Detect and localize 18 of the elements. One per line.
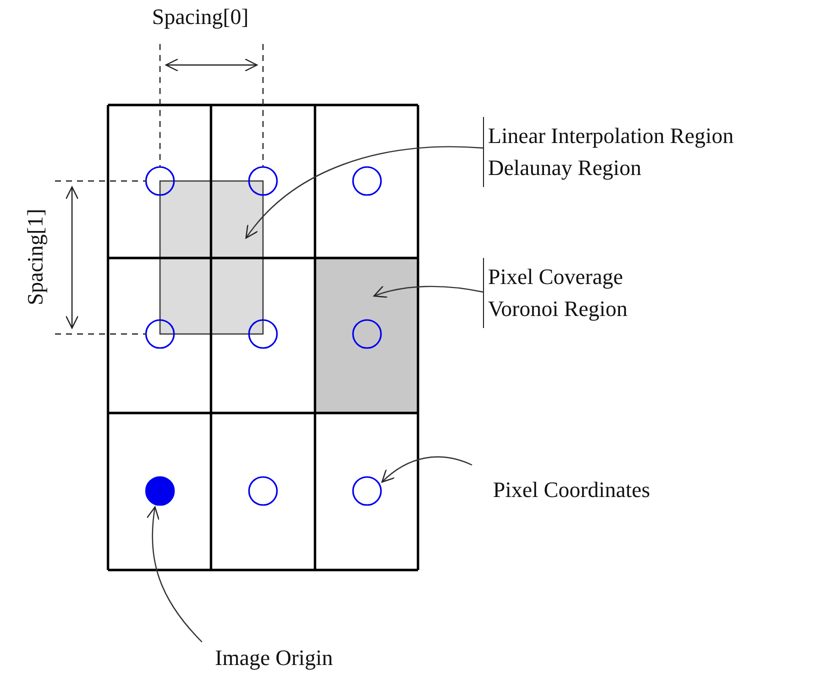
leader-line [245, 146, 484, 239]
leader-line [146, 506, 202, 642]
callout-text: Linear Interpolation Region [488, 123, 734, 149]
dimension-label: Spacing[1] [22, 208, 48, 306]
callout-text: Pixel Coordinates [493, 477, 650, 503]
leader-line [373, 286, 484, 298]
dimension-label: Spacing[0] [152, 4, 249, 30]
voronoi-cell [315, 258, 418, 413]
origin-marker [145, 476, 175, 506]
callout-text: Pixel Coverage [488, 264, 624, 290]
delaunay-region [159, 180, 264, 335]
pixel-marker [352, 476, 382, 506]
leader-line [381, 456, 472, 483]
bracket-callout [483, 117, 734, 187]
callout-text: Image Origin [215, 645, 333, 671]
bracket-callout [483, 258, 628, 328]
callout-text: Voronoi Region [488, 296, 628, 322]
callout-text: Delaunay Region [488, 155, 642, 181]
